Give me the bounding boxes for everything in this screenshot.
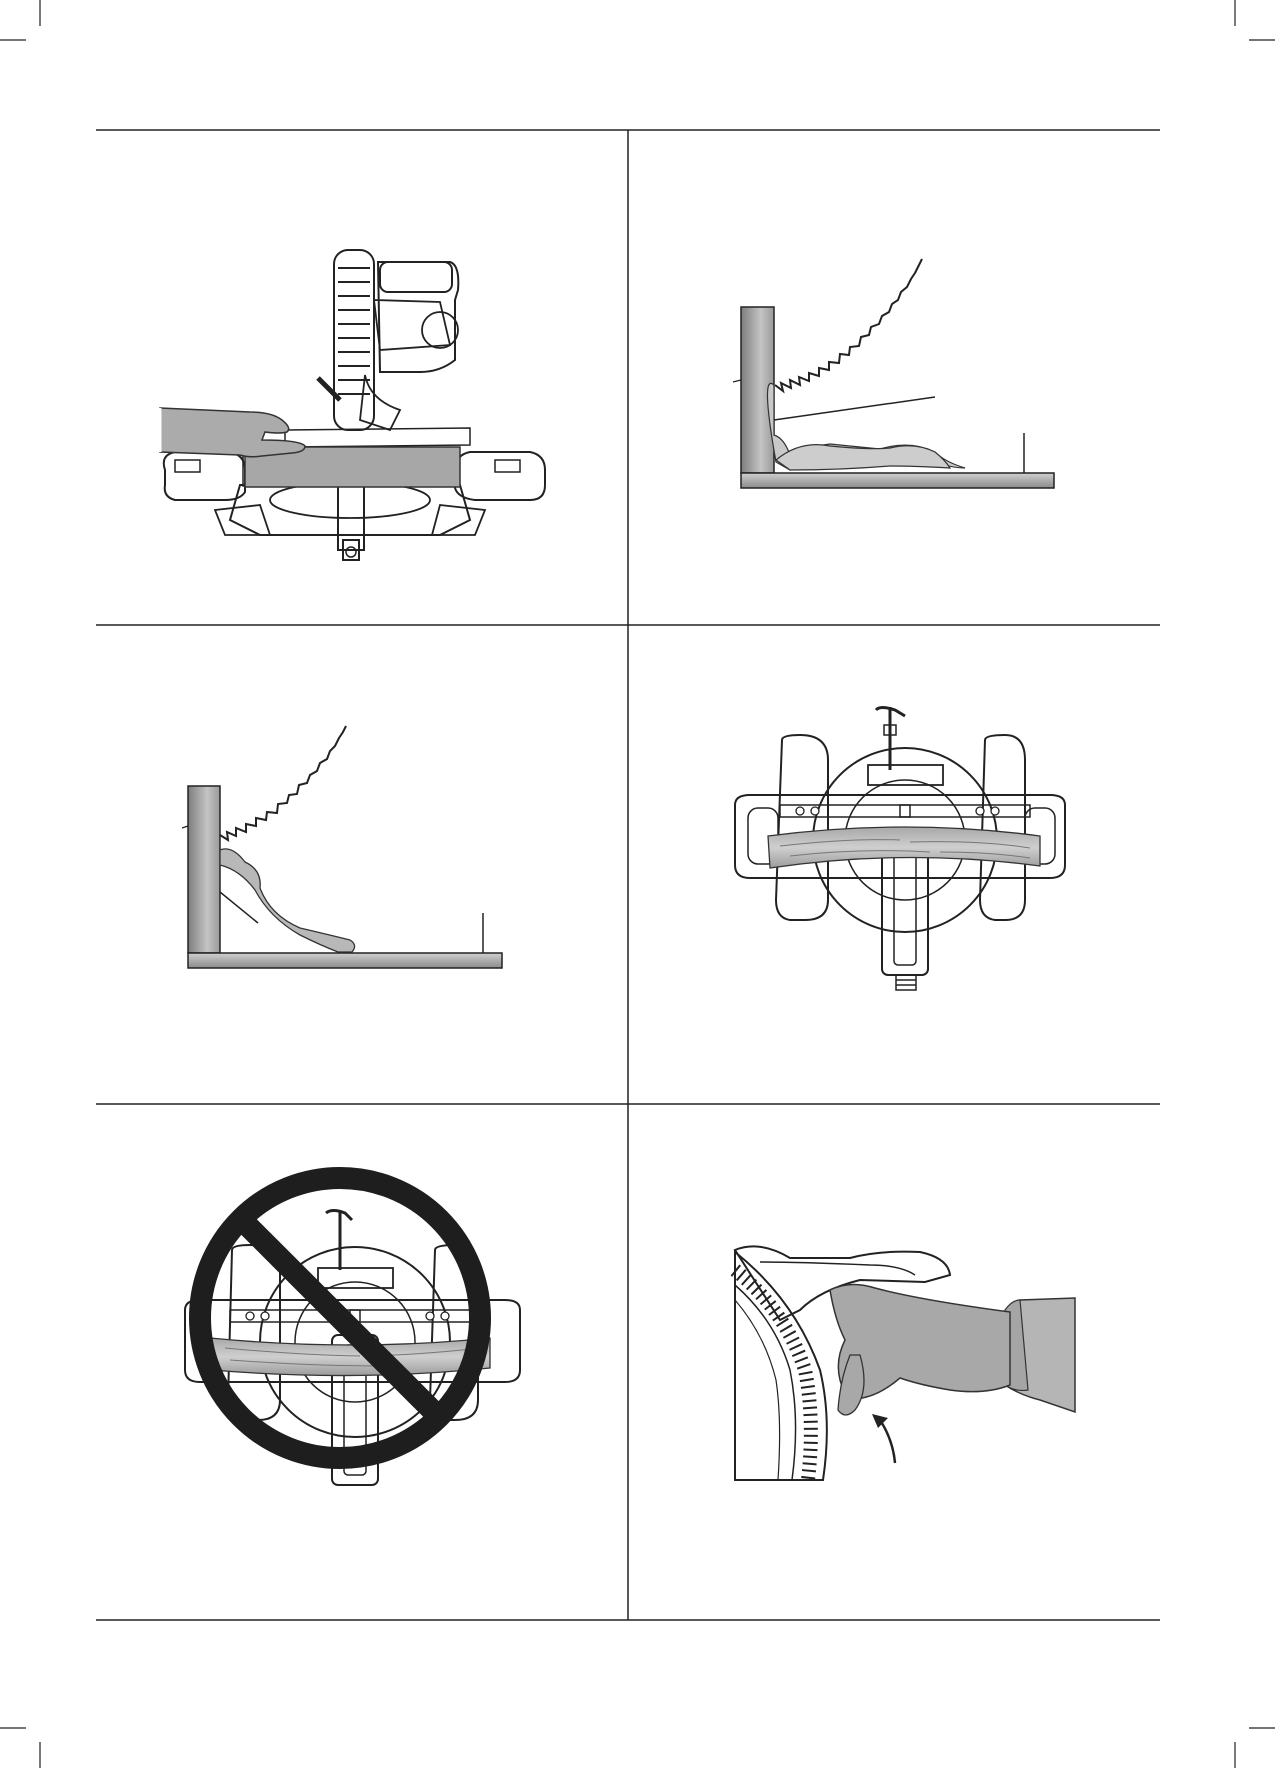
crown-molding-against-fence-icon (182, 726, 502, 968)
blade-over-bowed-workpiece-against-fence-icon (733, 259, 1054, 488)
miter-saw-front-view-hand-holding-workpiece-icon (160, 250, 545, 560)
top-view-bowed-board-incorrect-prohibited-icon (185, 1178, 520, 1485)
top-view-bowed-board-correct-icon (735, 707, 1065, 990)
hand-rotating-blade-arrow-icon (735, 1246, 1075, 1480)
